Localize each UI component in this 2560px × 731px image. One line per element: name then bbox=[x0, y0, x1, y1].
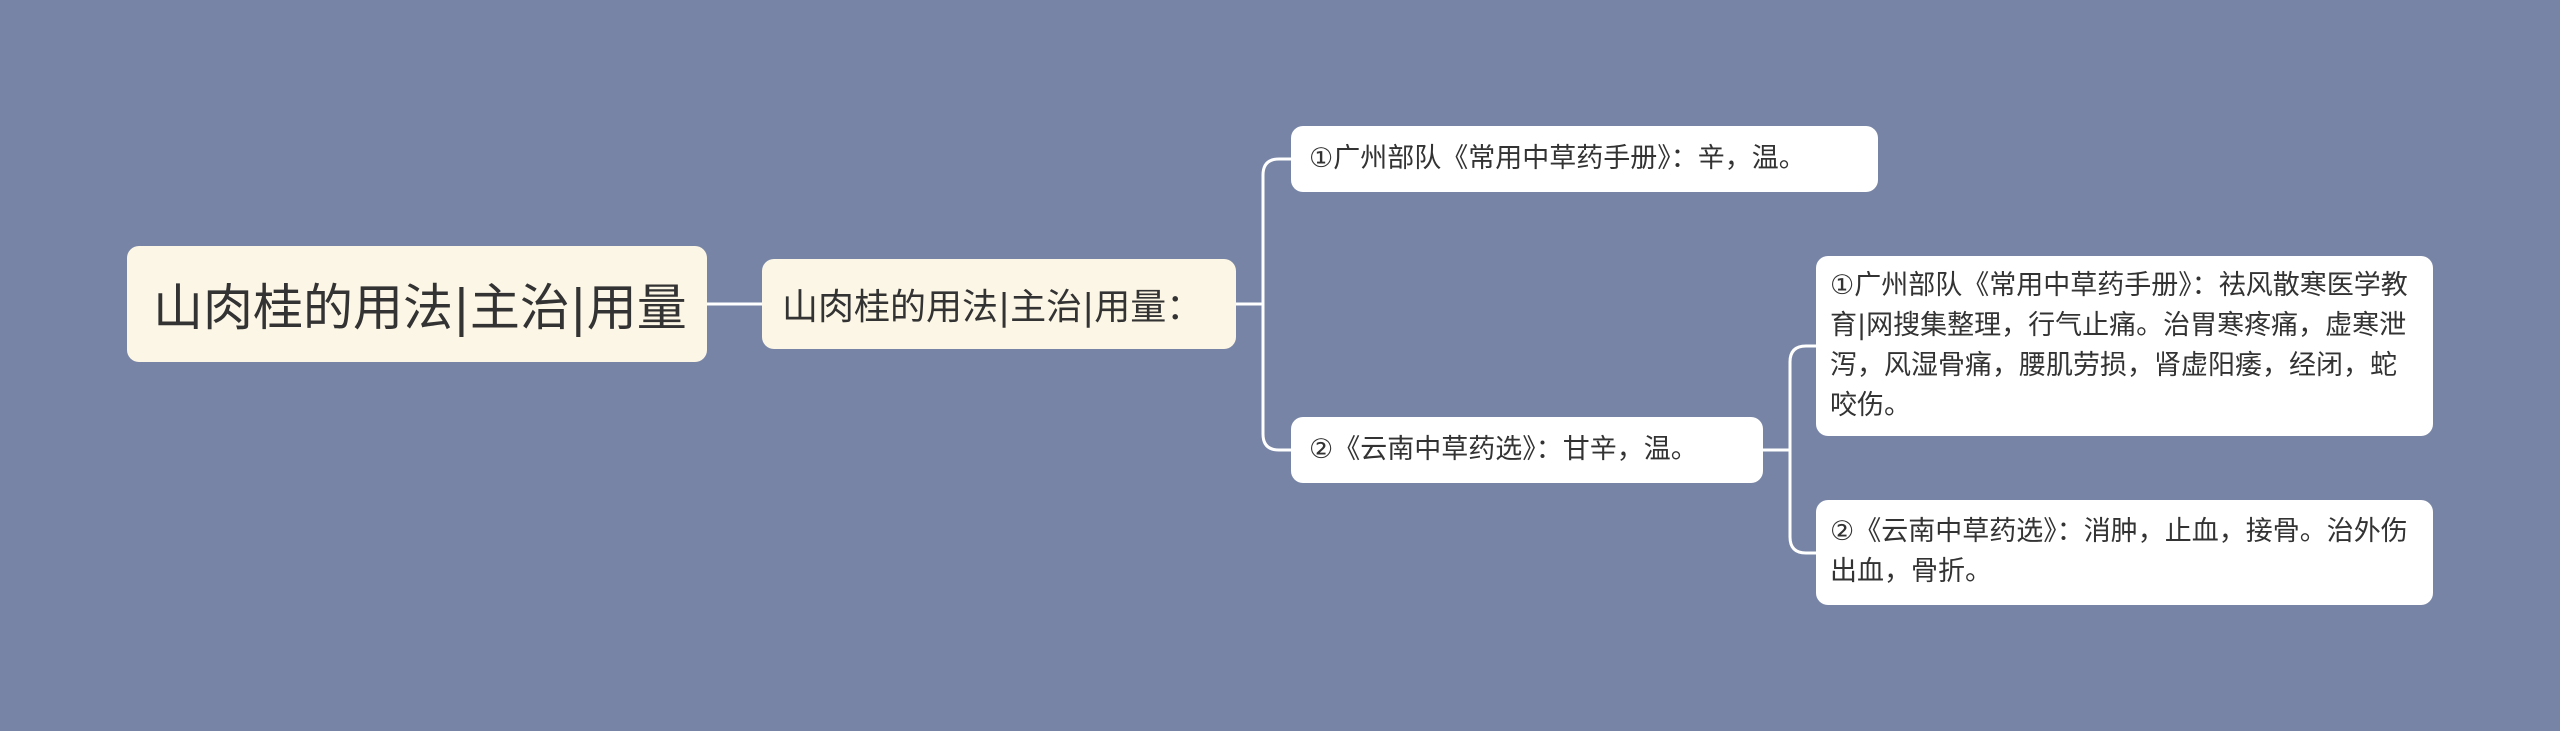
branch-node-1[interactable]: ①广州部队《常用中草药手册》：辛，温。 bbox=[1291, 126, 1878, 192]
leaf-node-2-label: ②《云南中草药选》：消肿，止血，接骨。治外伤出血，骨折。 bbox=[1830, 516, 2408, 587]
root-node-label: 山肉桂的用法|主治|用量 bbox=[153, 279, 687, 337]
root-node[interactable]: 山肉桂的用法|主治|用量 bbox=[127, 246, 707, 362]
connector-topic-to-branch-1 bbox=[1236, 157, 1291, 306]
topic-node[interactable]: 山肉桂的用法|主治|用量： bbox=[762, 259, 1236, 349]
connector-topic-to-branch-2 bbox=[1236, 302, 1291, 452]
branch-node-1-label: ①广州部队《常用中草药手册》：辛，温。 bbox=[1309, 143, 1806, 174]
branch-node-2[interactable]: ②《云南中草药选》：甘辛，温。 bbox=[1291, 417, 1763, 483]
leaf-node-2[interactable]: ②《云南中草药选》：消肿，止血，接骨。治外伤出血，骨折。 bbox=[1816, 500, 2433, 605]
leaf-node-1[interactable]: ①广州部队《常用中草药手册》：祛风散寒医学教育|网搜集整理，行气止痛。治胃寒疼痛… bbox=[1816, 256, 2433, 436]
topic-node-label: 山肉桂的用法|主治|用量： bbox=[782, 287, 1203, 328]
connector-branch-2-to-leaf-2 bbox=[1763, 448, 1816, 555]
branch-node-2-label: ②《云南中草药选》：甘辛，温。 bbox=[1309, 434, 1698, 465]
leaf-node-1-label: ①广州部队《常用中草药手册》：祛风散寒医学教育|网搜集整理，行气止痛。治胃寒疼痛… bbox=[1830, 270, 2408, 421]
connector-branch-2-to-leaf-1 bbox=[1763, 344, 1816, 452]
